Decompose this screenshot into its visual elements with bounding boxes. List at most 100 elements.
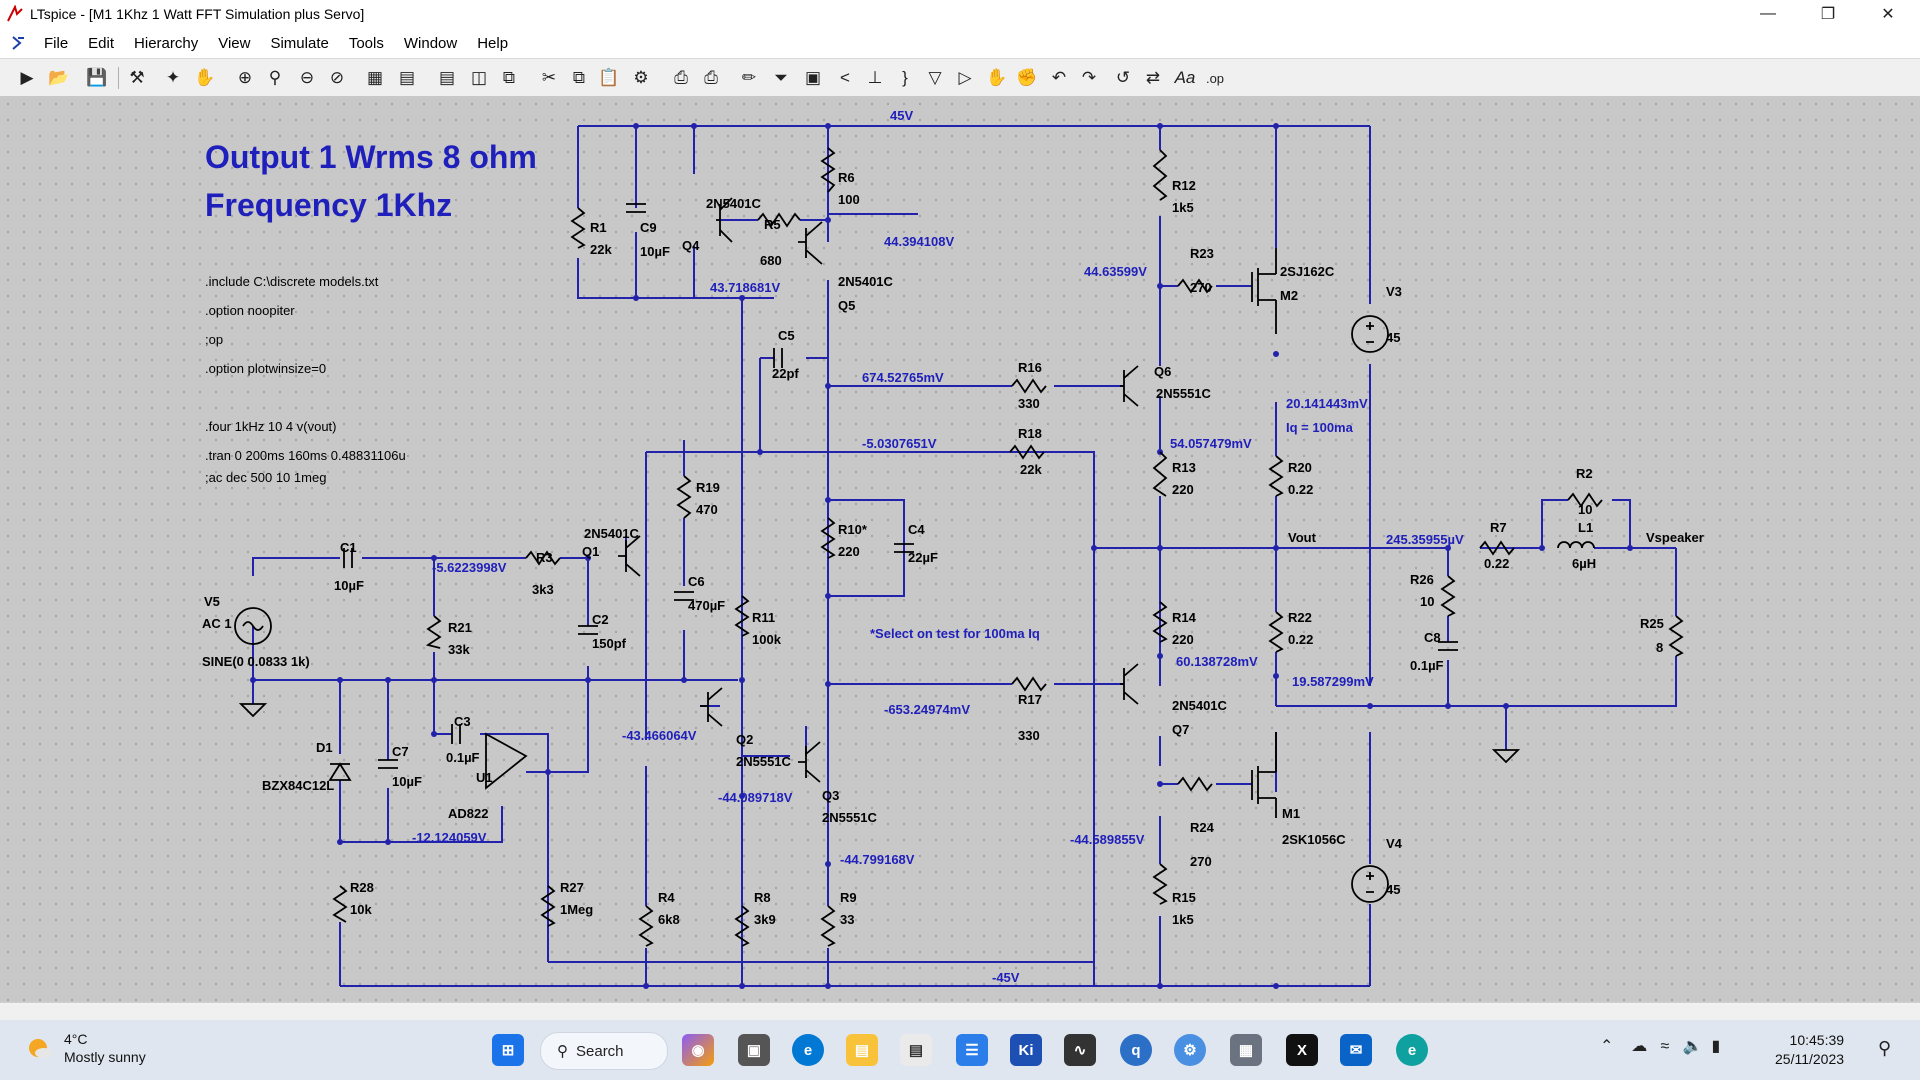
resistor-icon[interactable]: < bbox=[840, 68, 850, 87]
restore-button[interactable]: ❐ bbox=[1820, 6, 1836, 23]
settings-icon[interactable]: ⚙ bbox=[1174, 1034, 1206, 1066]
autorange-icon[interactable]: ▦ bbox=[366, 68, 384, 87]
battery-icon[interactable]: ▮ bbox=[1711, 1038, 1721, 1055]
print-icon[interactable]: ⎙ bbox=[674, 68, 688, 87]
zoom-in-icon[interactable]: ⊕ bbox=[237, 68, 253, 87]
schematic-canvas[interactable]: Output 1 Wrms 8 ohm Frequency 1Khz .incl… bbox=[0, 96, 1920, 1002]
directive-ac[interactable]: ;ac dec 500 10 1meg bbox=[205, 470, 326, 485]
label-r20-value: 0.22 bbox=[1288, 482, 1313, 497]
move-icon[interactable]: ✋ bbox=[986, 68, 1008, 87]
text-icon[interactable]: Aa bbox=[1174, 68, 1196, 87]
spice-directive-icon[interactable]: .op bbox=[1205, 70, 1225, 86]
label-c9-name: C9 bbox=[640, 220, 657, 235]
menu-edit[interactable]: Edit bbox=[88, 34, 115, 52]
label-r1-name: R1 bbox=[590, 220, 607, 235]
voltage-m1-source: 19.587299mV bbox=[1292, 674, 1374, 689]
net-vspeaker: Vspeaker bbox=[1646, 530, 1704, 545]
paste-icon[interactable]: 📋 bbox=[598, 68, 620, 87]
qbittorrent-icon[interactable]: q bbox=[1120, 1034, 1152, 1066]
edge-alt-icon[interactable]: e bbox=[792, 1034, 824, 1066]
weather-description: Mostly sunny bbox=[64, 1049, 146, 1065]
run-icon[interactable]: ▶ bbox=[20, 68, 34, 87]
cut-icon[interactable]: ✂ bbox=[541, 68, 557, 87]
draw-wire-icon[interactable]: ✏ bbox=[741, 68, 757, 87]
chevron-up-icon[interactable]: ⌃ bbox=[1600, 1038, 1614, 1055]
onedrive-icon[interactable]: ☁ bbox=[1631, 1038, 1648, 1055]
label-r23-name: R23 bbox=[1190, 246, 1214, 261]
pan-hand-icon[interactable]: ✋ bbox=[194, 68, 216, 87]
volume-icon[interactable]: 🔈 bbox=[1682, 1038, 1703, 1055]
label-u1-name: U1 bbox=[476, 770, 493, 785]
menu-tools[interactable]: Tools bbox=[348, 34, 384, 52]
menu-file[interactable]: File bbox=[44, 34, 69, 52]
start-icon[interactable]: ⊞ bbox=[492, 1034, 524, 1066]
zoom-area-icon[interactable]: ⚲ bbox=[268, 68, 282, 87]
directive-op[interactable]: ;op bbox=[205, 332, 223, 347]
kicad-icon[interactable]: Ki bbox=[1010, 1034, 1042, 1066]
calculator-icon[interactable]: ▦ bbox=[1230, 1034, 1262, 1066]
menu-hierarchy[interactable]: Hierarchy bbox=[134, 34, 199, 52]
taskbar: 4°C Mostly sunny ⊞ ⚲ Search ◉ ▣ e ▤ ▤ ☰ … bbox=[0, 1020, 1920, 1080]
label-v5-sine: SINE(0 0.0833 1k) bbox=[202, 654, 310, 669]
label-q2-name: Q2 bbox=[736, 732, 753, 747]
plot-settings-icon[interactable]: ▤ bbox=[398, 68, 416, 87]
menu-view[interactable]: View bbox=[218, 34, 251, 52]
find-icon[interactable]: ⚙ bbox=[633, 68, 649, 87]
clock[interactable]: 10:45:39 25/11/2023 bbox=[1775, 1031, 1844, 1069]
tile-vertical-icon[interactable]: ◫ bbox=[470, 68, 488, 87]
copilot-icon[interactable]: ◉ bbox=[682, 1034, 714, 1066]
control-panel-icon[interactable]: ⚒ bbox=[129, 68, 145, 87]
file-explorer-icon[interactable]: ▤ bbox=[846, 1034, 878, 1066]
label-q4-value: 2N5401C bbox=[706, 196, 762, 211]
directive-four[interactable]: .four 1kHz 10 4 v(vout) bbox=[205, 419, 337, 434]
rotate-icon[interactable]: ↺ bbox=[1115, 68, 1131, 87]
notification-bell-icon[interactable]: ⚲ bbox=[1878, 1038, 1892, 1058]
minimize-button[interactable]: — bbox=[1760, 5, 1776, 22]
tile-horizontal-icon[interactable]: ▤ bbox=[438, 68, 456, 87]
ground-icon[interactable]: ⏷ bbox=[774, 68, 788, 87]
ltspice-menu-icon[interactable] bbox=[10, 34, 26, 52]
inductor-icon[interactable]: } bbox=[902, 68, 908, 87]
label-c1-name: C1 bbox=[340, 540, 357, 555]
component-icon[interactable]: ▷ bbox=[958, 68, 972, 87]
open-icon[interactable]: 📂 bbox=[48, 68, 70, 87]
drag-icon[interactable]: ✊ bbox=[1016, 68, 1038, 87]
notepad-icon[interactable]: ▤ bbox=[900, 1034, 932, 1066]
weather-widget[interactable]: 4°C Mostly sunny bbox=[26, 1030, 146, 1066]
print-preview-icon[interactable]: ⎙ bbox=[704, 68, 718, 87]
copy-icon[interactable]: ⧉ bbox=[572, 68, 586, 87]
menu-window[interactable]: Window bbox=[403, 34, 458, 52]
redo-icon[interactable]: ↷ bbox=[1081, 68, 1097, 87]
capacitor-icon[interactable]: ⊥ bbox=[867, 68, 883, 87]
xilinx-icon[interactable]: X bbox=[1286, 1034, 1318, 1066]
spice-directives[interactable]: .include C:\discrete models.txt .option … bbox=[205, 274, 406, 485]
menu-help[interactable]: Help bbox=[477, 34, 509, 52]
menu-simulate[interactable]: Simulate bbox=[270, 34, 329, 52]
cascade-icon[interactable]: ⧉ bbox=[502, 68, 516, 87]
halt-icon[interactable]: ✦ bbox=[165, 68, 181, 87]
mirror-icon[interactable]: ⇄ bbox=[1145, 68, 1161, 87]
label-net-icon[interactable]: ▣ bbox=[804, 68, 822, 87]
voltage-m2-source: 20.141443mV bbox=[1286, 396, 1368, 411]
close-button[interactable]: ✕ bbox=[1881, 6, 1895, 23]
zoom-out-icon[interactable]: ⊖ bbox=[299, 68, 315, 87]
directive-include[interactable]: .include C:\discrete models.txt bbox=[205, 274, 379, 289]
zoom-cancel-icon[interactable]: ⊘ bbox=[329, 68, 345, 87]
label-r20-name: R20 bbox=[1288, 460, 1312, 475]
task-view-icon[interactable]: ▣ bbox=[738, 1034, 770, 1066]
undo-icon[interactable]: ↶ bbox=[1051, 68, 1067, 87]
diode-icon[interactable]: ▽ bbox=[928, 68, 942, 87]
notes-icon[interactable]: ☰ bbox=[956, 1034, 988, 1066]
ltspice-icon[interactable]: ∿ bbox=[1064, 1034, 1096, 1066]
voltage-q7-base: -653.24974mV bbox=[884, 702, 970, 717]
directive-option-noopiter[interactable]: .option noopiter bbox=[205, 303, 295, 318]
voltage-input-node: -5.6223998V bbox=[432, 560, 507, 575]
save-icon[interactable]: 💾 bbox=[86, 68, 108, 87]
search-button[interactable]: ⚲ Search bbox=[540, 1032, 668, 1070]
directive-plotwinsize[interactable]: .option plotwinsize=0 bbox=[205, 361, 326, 376]
mail-icon[interactable]: ✉ bbox=[1340, 1034, 1372, 1066]
edge-icon[interactable]: e bbox=[1396, 1034, 1428, 1066]
directive-tran[interactable]: .tran 0 200ms 160ms 0.48831106u bbox=[205, 448, 406, 463]
wifi-icon[interactable]: ≈ bbox=[1660, 1038, 1670, 1055]
label-r7-value: 0.22 bbox=[1484, 556, 1509, 571]
